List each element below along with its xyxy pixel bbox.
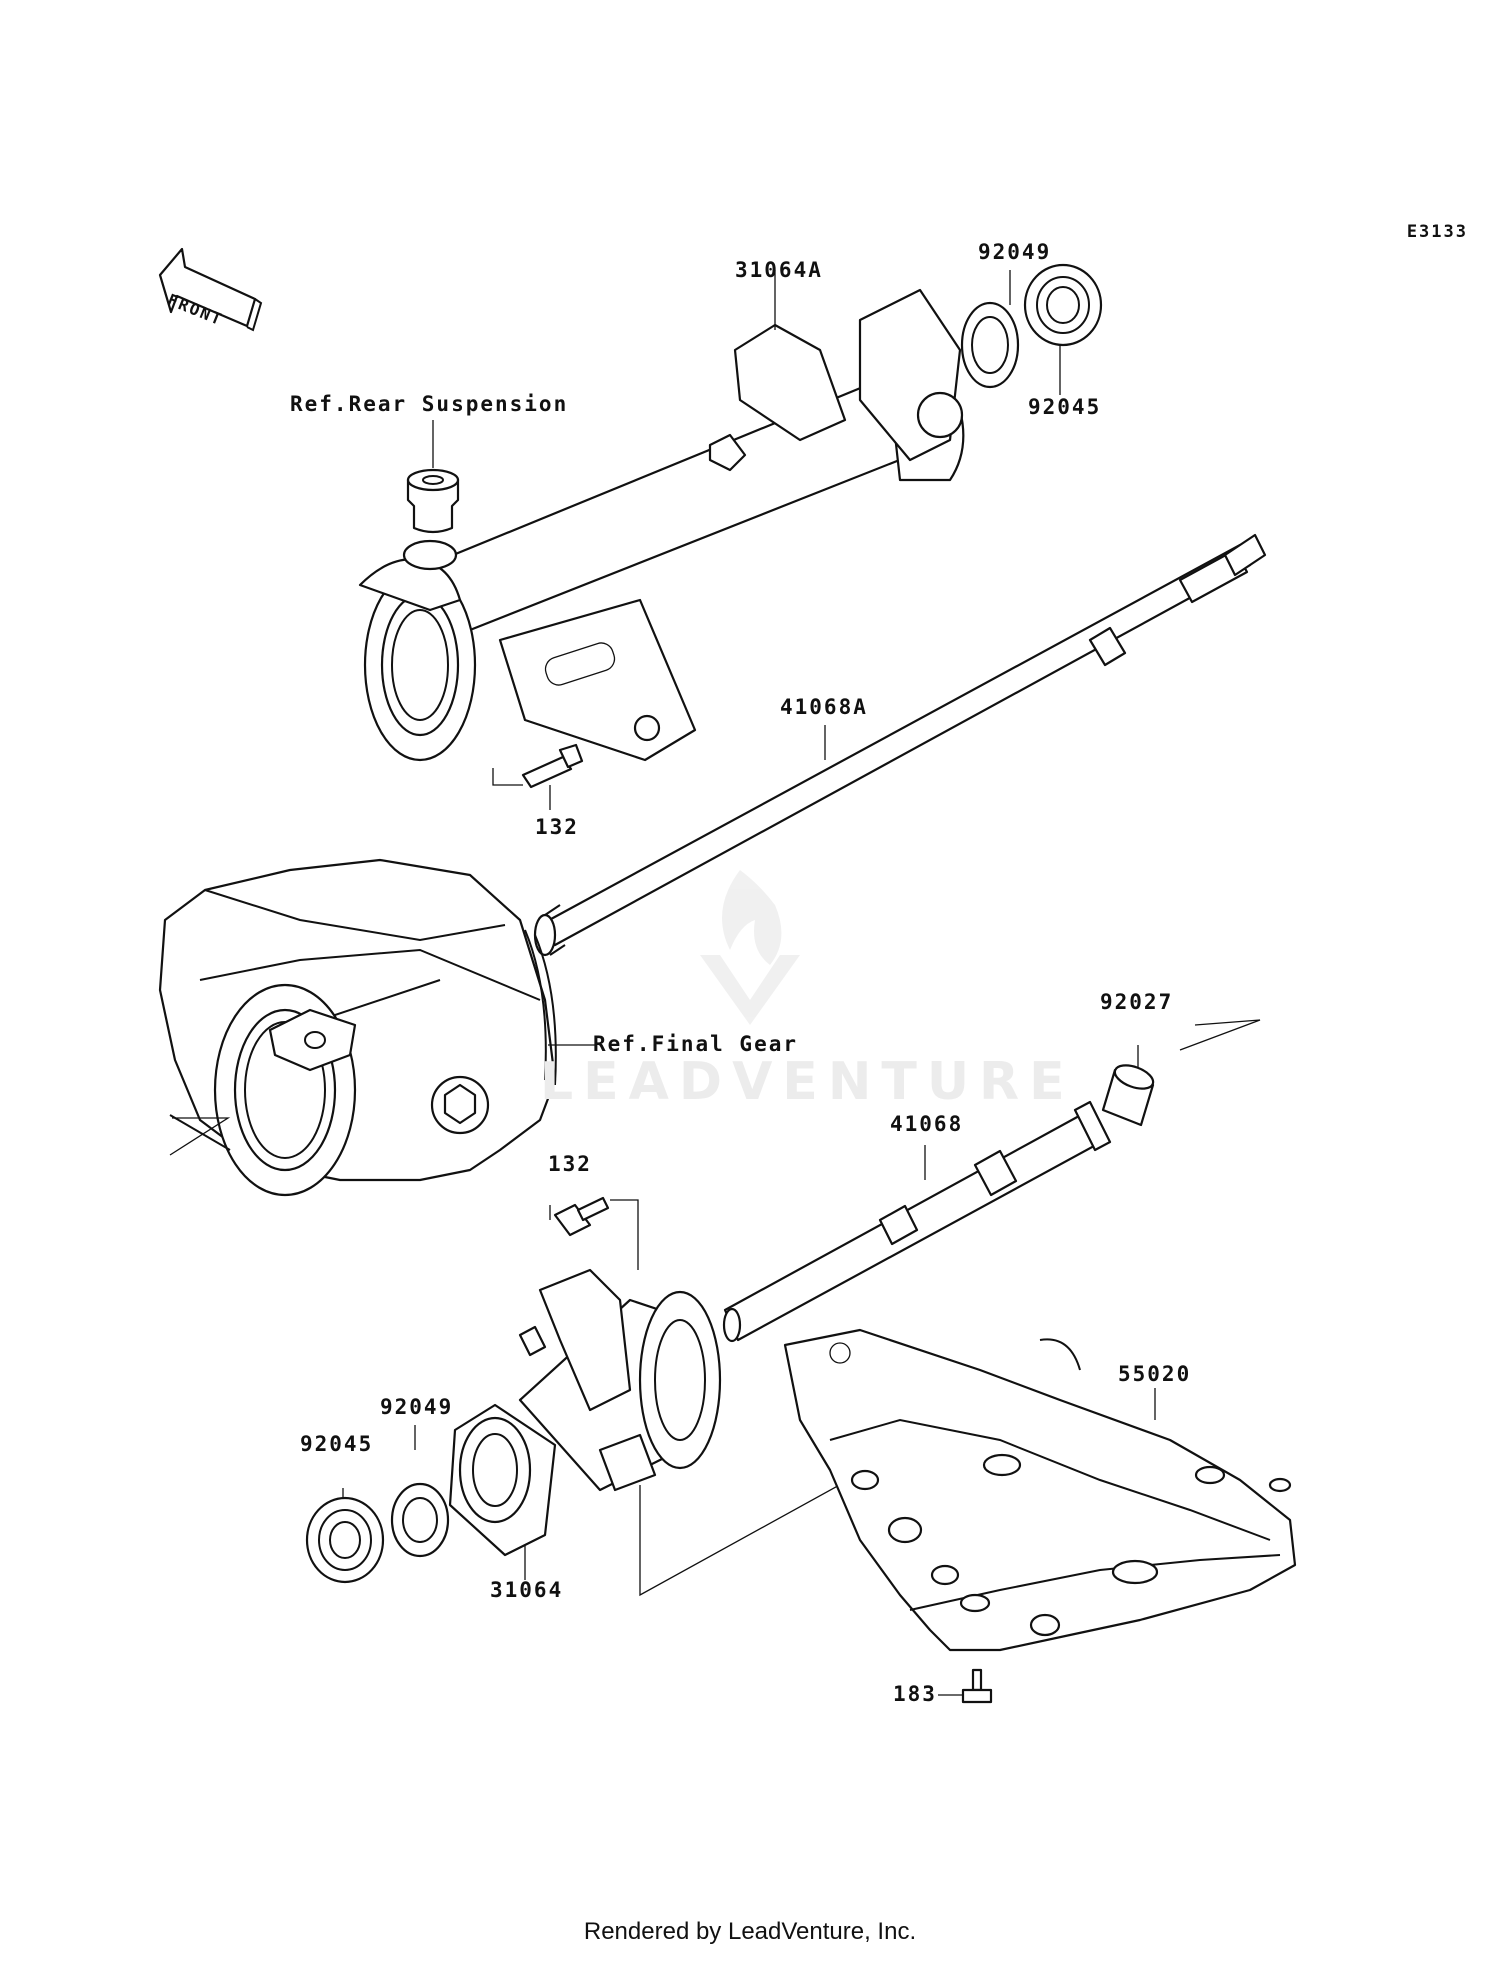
label-55020: 55020: [1118, 1362, 1192, 1386]
bolt-132-top: [521, 743, 584, 789]
label-41068: 41068: [890, 1112, 964, 1136]
skid-plate-55020: [783, 1328, 1297, 1652]
oil-seal-bottom: [390, 1482, 450, 1558]
label-92049-bottom: 92049: [380, 1395, 454, 1419]
watermark-logo: [700, 870, 800, 1025]
label-92049-top: 92049: [978, 240, 1052, 264]
label-ref-final-gear: Ref.Final Gear: [593, 1032, 799, 1056]
axle-housing-top: [358, 288, 965, 762]
axle-shaft-41068: [722, 1100, 1112, 1343]
axle-housing-bottom: [448, 1268, 722, 1557]
oil-seal-top: [960, 301, 1020, 389]
label-31064A: 31064A: [735, 258, 823, 282]
label-92045-bottom: 92045: [300, 1432, 374, 1456]
watermark-text: LEADVENTURE: [540, 1052, 1075, 1112]
label-92045-top: 92045: [1028, 395, 1102, 419]
label-ref-rear-suspension: Ref.Rear Suspension: [290, 392, 569, 416]
label-31064: 31064: [490, 1578, 564, 1602]
axle-shaft-41068A: [533, 533, 1267, 957]
footer-credit: Rendered by LeadVenture, Inc.: [583, 1918, 917, 1945]
label-92027: 92027: [1100, 990, 1174, 1014]
diagram-code: E3133: [1406, 222, 1468, 242]
collar-92027: [1101, 1064, 1155, 1127]
bearing-top: [1023, 263, 1103, 347]
label-41068A: 41068A: [780, 695, 868, 719]
final-gear-case: [158, 858, 557, 1197]
bearing-bottom: [305, 1496, 385, 1584]
bolt-183: [961, 1668, 993, 1704]
bolt-132-bottom: [553, 1196, 610, 1237]
label-132-top: 132: [535, 815, 579, 839]
front-arrow-icon: [158, 247, 263, 332]
label-183: 183: [893, 1682, 937, 1706]
label-132-bottom: 132: [548, 1152, 592, 1176]
bushing-part: [406, 468, 460, 534]
